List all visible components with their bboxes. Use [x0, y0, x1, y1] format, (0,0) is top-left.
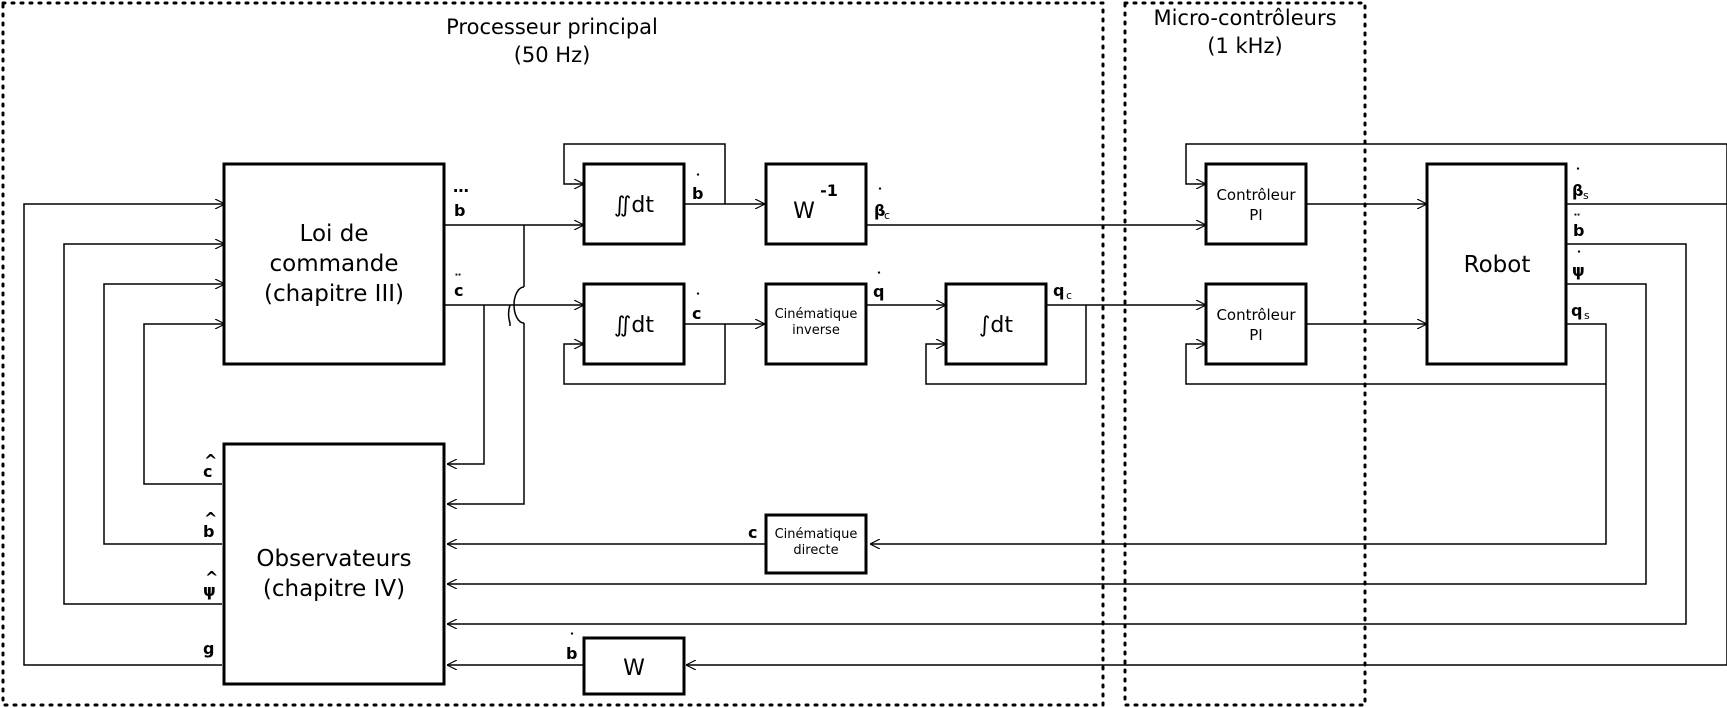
double-dot-icon: ¨: [1573, 211, 1581, 230]
block-direct-kinematics: Cinématique directe: [764, 513, 868, 575]
controller-2-line2: PI: [1249, 326, 1262, 344]
label-c-ddot: c: [454, 281, 463, 300]
label-q-dot: q: [873, 282, 884, 301]
signal-wires: [23, 143, 1727, 666]
label-b-dot-w: b: [566, 644, 577, 663]
label-robot-b-ddot: b: [1573, 221, 1584, 240]
hat-icon: ^: [204, 509, 217, 528]
label-q-s-sub: s: [1584, 309, 1590, 322]
controller-2-line1: Contrôleur: [1216, 306, 1296, 324]
region-microcontrollers: Micro-contrôleurs (1 kHz): [1123, 1, 1367, 707]
wire-b-ddot-to-observer: [447, 243, 1687, 624]
controller-1-line2: PI: [1249, 206, 1262, 224]
label-c-hat: c: [203, 462, 212, 481]
inverse-kinematics-line2: inverse: [792, 323, 840, 338]
block-robot: Robot: [1425, 162, 1568, 366]
block-observers: Observateurs (chapitre IV): [222, 442, 446, 686]
block-controller-2: Contrôleur PI: [1204, 282, 1308, 366]
wire-b-hat-feedback: [103, 284, 225, 545]
w-label: W: [623, 656, 645, 681]
hat-icon: ^: [205, 568, 218, 587]
wire-psi-hat-feedback: [63, 244, 225, 605]
wire-c-ddot: [444, 305, 584, 326]
microcontrollers-rate: (1 kHz): [1207, 34, 1282, 58]
w-inverse-exponent: -1: [820, 181, 838, 200]
control-law-line3: (chapitre III): [264, 281, 404, 307]
controller-1-line1: Contrôleur: [1216, 186, 1296, 204]
label-psi-hat: ψ: [203, 581, 216, 600]
block-control-law: Loi de commande (chapitre III): [222, 162, 446, 366]
label-c-dot: c: [692, 304, 701, 323]
block-double-integral-c: ∬dt: [582, 282, 686, 366]
label-g: g: [203, 639, 214, 658]
wire-b-int-loop: [563, 143, 726, 204]
label-q-c: q: [1053, 281, 1064, 300]
control-law-line1: Loi de: [300, 221, 369, 247]
block-w-inverse: W -1: [764, 162, 868, 246]
block-controller-1: Contrôleur PI: [1204, 162, 1308, 246]
observers-line2: (chapitre IV): [263, 576, 405, 602]
double-dot-icon: ¨: [454, 271, 462, 290]
wire-q-s-to-dk: [870, 384, 1607, 544]
dot-icon: ˙: [694, 171, 702, 190]
region-main-processor: Processeur principal (50 Hz): [1, 1, 1105, 707]
label-b-dddot: b: [454, 201, 465, 220]
main-processor-title: Processeur principal: [446, 15, 658, 39]
block-w: W: [582, 636, 686, 696]
observers-line1: Observateurs: [256, 546, 411, 572]
direct-kinematics-line2: directe: [793, 543, 838, 558]
microcontrollers-title: Micro-contrôleurs: [1153, 6, 1336, 30]
wire-c-int-loop: [563, 324, 726, 385]
label-b-hat: b: [203, 522, 214, 541]
dot-icon: ˙: [876, 185, 884, 204]
signal-labels: b ⋯ c ¨ b ˙ c ˙ β c ˙ q ˙ q c β s ˙ b ¨ …: [203, 165, 1590, 663]
label-psi-dot: ψ: [1572, 261, 1585, 280]
direct-kinematics-line1: Cinématique: [775, 527, 858, 542]
wire-c-hat-feedback: [143, 324, 225, 485]
dot-icon: ˙: [694, 290, 702, 309]
label-q-c-sub: c: [1066, 289, 1072, 302]
robot-label: Robot: [1464, 252, 1531, 278]
label-beta-s-sub: s: [1583, 189, 1589, 202]
wire-beta-s-loop: [1185, 143, 1727, 205]
wire-beta-s-to-w: [686, 204, 1727, 665]
wire-q-int-loop: [925, 305, 1087, 385]
wire-c-ddot-to-observer: [447, 305, 485, 464]
control-law-line2: commande: [270, 251, 399, 277]
wire-psi-dot-to-observer: [447, 283, 1647, 584]
dot-icon: ˙: [875, 269, 883, 288]
label-q-s: q: [1571, 301, 1582, 320]
integral-q-label: ∫dt: [979, 313, 1013, 338]
wire-q-s-loop: [1185, 323, 1607, 385]
main-processor-rate: (50 Hz): [514, 43, 591, 67]
dot-icon: ˙: [1575, 248, 1583, 267]
double-integral-b-label: ∬dt: [614, 193, 654, 218]
dot-icon: ˙: [1574, 165, 1582, 184]
triple-dot-icon: ⋯: [453, 181, 469, 200]
double-integral-c-label: ∬dt: [614, 313, 654, 338]
label-beta-c: β: [874, 201, 885, 220]
block-integral-q: ∫dt: [944, 282, 1048, 366]
label-b-dot: b: [692, 184, 703, 203]
label-c-out: c: [748, 523, 757, 542]
hat-icon: ^: [204, 451, 217, 470]
w-inverse-base: W: [793, 199, 815, 224]
block-inverse-kinematics: Cinématique inverse: [764, 282, 868, 366]
dot-icon: ˙: [568, 630, 576, 649]
label-beta-c-sub: c: [884, 209, 890, 222]
inverse-kinematics-line1: Cinématique: [775, 307, 858, 322]
wire-g-feedback: [23, 204, 225, 666]
block-double-integral-b: ∬dt: [582, 162, 686, 246]
label-beta-s: β: [1572, 181, 1583, 200]
